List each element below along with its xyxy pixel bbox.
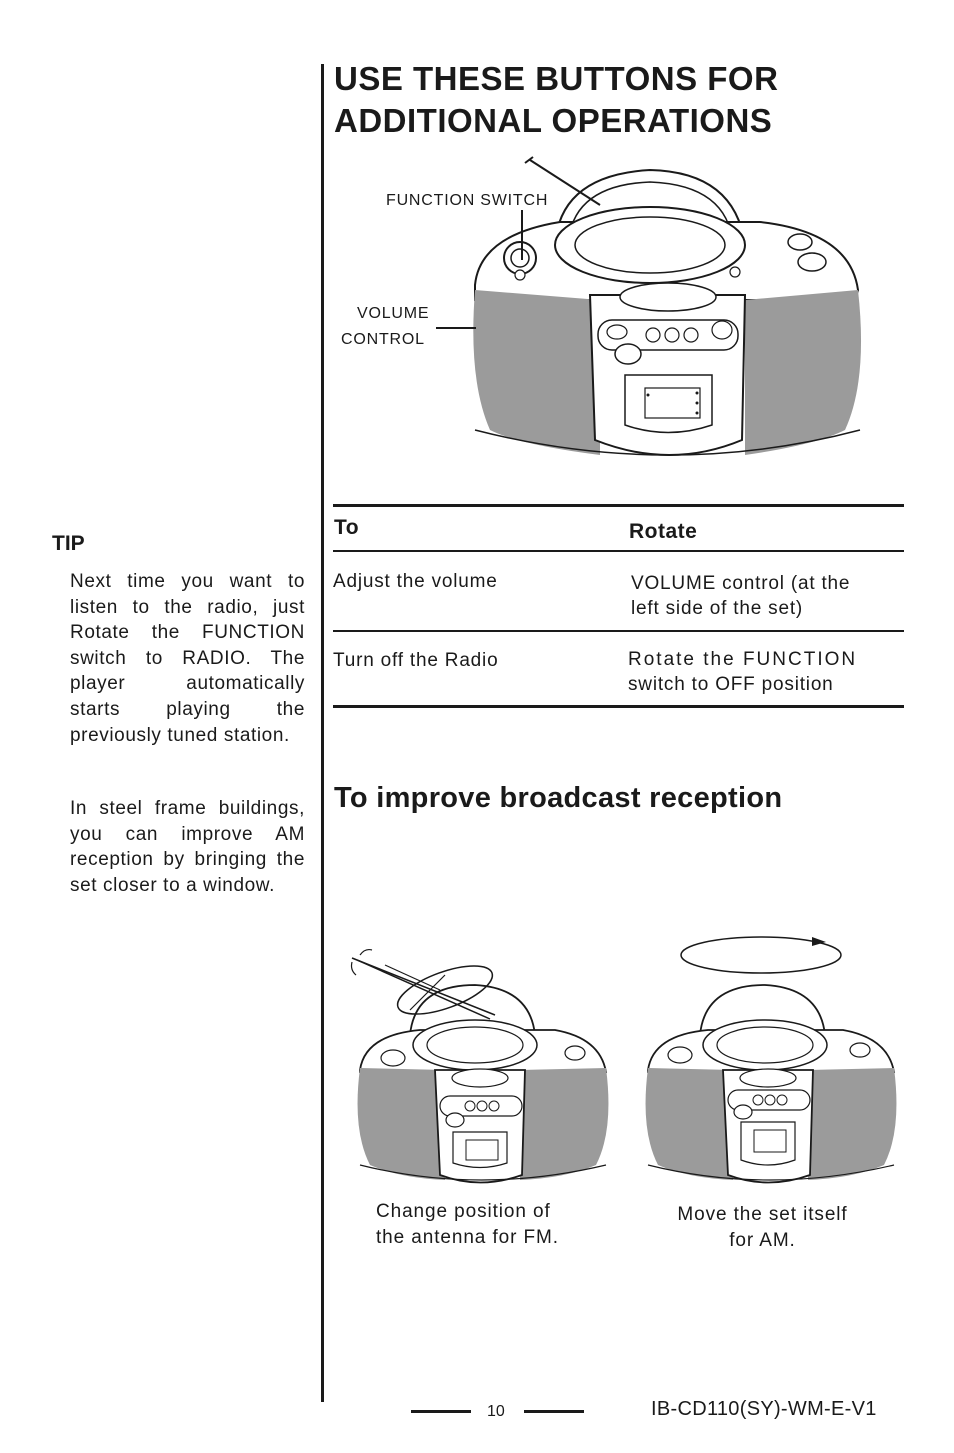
table-row-rule [333, 630, 904, 632]
footer-rule-left [411, 1410, 471, 1413]
volume-label: VOLUME [357, 305, 430, 322]
reception-heading: To improve broadcast reception [334, 782, 783, 814]
table-row-1-to: Adjust the volume [333, 571, 498, 592]
tip-paragraph-2: In steel frame buildings, you can improv… [70, 798, 305, 896]
table-top-rule [333, 504, 904, 507]
column-divider [321, 64, 324, 1402]
table-header-rule [333, 550, 904, 552]
control-label: CONTROL [341, 331, 425, 348]
function-switch-label: FUNCTION SWITCH [386, 192, 549, 209]
page-title: USE THESE BUTTONS FOR ADDITIONAL OPERATI… [334, 60, 779, 139]
table-header-rotate: Rotate [629, 520, 698, 543]
am-caption: Move the set itself for AM. [677, 1204, 848, 1251]
document-code: IB-CD110(SY)-WM-E-V1 [651, 1398, 877, 1420]
table-header-to: To [334, 516, 360, 539]
table-row-1-rotate: VOLUME control (at the left side of the … [631, 573, 851, 619]
tip-heading: TIP [52, 532, 85, 555]
fm-caption: Change position of the antenna for FM. [376, 1201, 559, 1248]
table-row-2-to: Turn off the Radio [333, 650, 499, 671]
table-bottom-rule [333, 705, 904, 708]
tip-paragraph-1: Next time you want to listen to the radi… [70, 571, 305, 746]
footer-rule-right [524, 1410, 584, 1413]
table-row-2-rotate: Rotate the FUNCTION switch to OFF positi… [628, 649, 858, 695]
boombox-front-illustration [436, 156, 862, 456]
page-number: 10 [487, 1403, 505, 1420]
